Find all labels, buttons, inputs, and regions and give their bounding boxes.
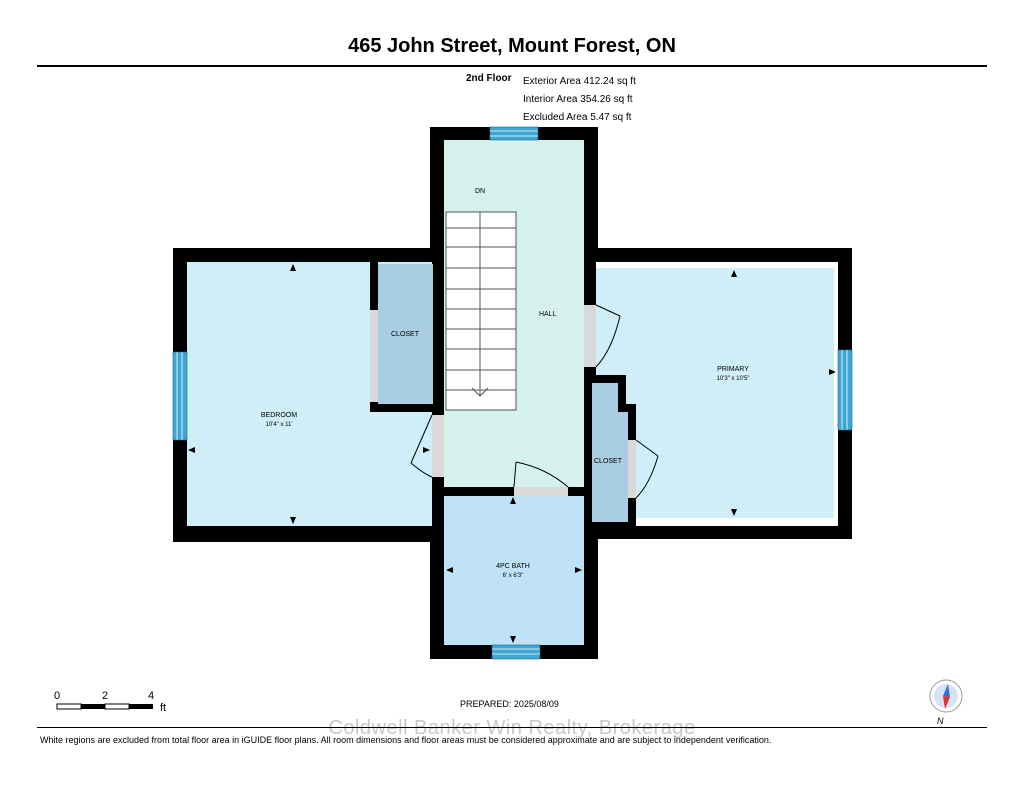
- primary-excluded-strip-top: [596, 262, 838, 268]
- bedroom-closet: [378, 264, 433, 406]
- bath-room: [444, 496, 584, 645]
- primary-closet-door-gap: [628, 440, 636, 498]
- prepared-date: PREPARED: 2025/08/09: [460, 699, 559, 709]
- door-swings: [410, 304, 659, 499]
- scale-tick-0: 0: [54, 690, 61, 702]
- window-lines: [176, 130, 848, 655]
- watermark: Coldwell Banker Win Realty, Brokerage: [328, 717, 696, 739]
- bedroom-closet-bottom-wall: [370, 404, 434, 412]
- bedroom-closet-door-gap: [370, 310, 378, 402]
- staircase: [445, 211, 517, 411]
- bedroom-label: BEDROOM: [261, 412, 297, 419]
- primary-excluded-strip-right: [834, 262, 838, 526]
- door-swing-closet: [635, 439, 659, 499]
- bath-label: 4PC BATH: [496, 563, 530, 570]
- compass-north-label: N: [937, 716, 944, 726]
- bedroom-closet-label: CLOSET: [391, 331, 420, 338]
- bedroom-dims: 10'4" x 11': [266, 422, 293, 428]
- exterior-area: Exterior Area 412.24 sq ft: [523, 76, 636, 87]
- door-swing-hall-bedroom: [410, 414, 433, 478]
- title-divider: [37, 65, 987, 67]
- disclaimer: White regions are excluded from total fl…: [40, 735, 772, 745]
- window-hall-top: [489, 126, 539, 141]
- primary-room: [596, 262, 838, 526]
- scale-unit: ft: [160, 702, 167, 714]
- compass-icon: N: [926, 678, 966, 733]
- door-swing-hall-primary: [595, 304, 621, 368]
- bath-top-wall: [432, 487, 584, 496]
- area-summary: Exterior Area 412.24 sq ft Interior Area…: [523, 73, 636, 127]
- hall-door-primary-gap: [584, 305, 596, 367]
- dimension-arrows: [188, 264, 836, 643]
- stairs-label: DN: [475, 188, 485, 195]
- primary-closet: [592, 383, 628, 522]
- windows: [172, 126, 853, 660]
- bath-dims: 6' x 6'3": [503, 573, 524, 579]
- window-bath-bottom: [491, 644, 541, 660]
- excluded-area: Excluded Area 5.47 sq ft: [523, 112, 632, 123]
- window-primary-right: [837, 349, 853, 431]
- door-swing-bath: [513, 461, 569, 488]
- page-title: 465 John Street, Mount Forest, ON: [348, 35, 676, 57]
- floor-name: 2nd Floor: [466, 73, 512, 84]
- scale-tick-2: 2: [102, 690, 109, 702]
- scale-tick-4: 4: [148, 690, 155, 702]
- hall-door-bedroom-gap: [432, 415, 444, 477]
- hall-label: HALL: [539, 311, 557, 318]
- window-bedroom-left: [172, 351, 188, 441]
- primary-label: PRIMARY: [717, 366, 749, 373]
- bath-door-gap: [514, 487, 568, 496]
- interior-area: Interior Area 354.26 sq ft: [523, 94, 633, 105]
- footer-divider: [37, 727, 987, 728]
- primary-dims: 10'3" x 10'5": [717, 376, 750, 382]
- primary-excluded-strip-bottom: [636, 518, 838, 526]
- primary-closet-label: CLOSET: [594, 458, 623, 465]
